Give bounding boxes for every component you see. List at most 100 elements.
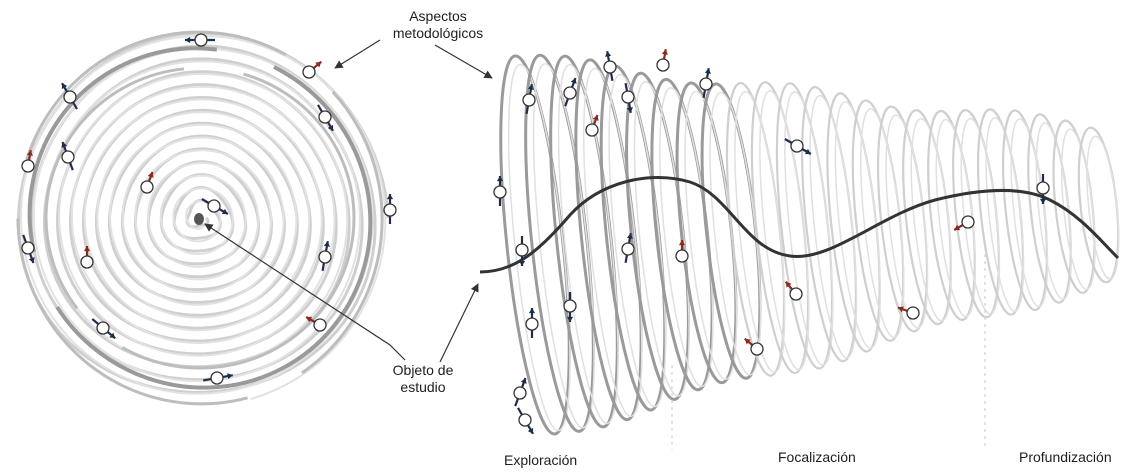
phase-dividers xyxy=(671,240,986,450)
direction-arrowhead xyxy=(954,224,961,231)
helix-loop-inner xyxy=(734,90,786,373)
node-circle xyxy=(96,321,110,335)
node xyxy=(517,407,534,435)
node-circle xyxy=(789,287,803,301)
node-circle xyxy=(80,255,94,269)
node-circle xyxy=(675,249,689,263)
aspects-label-line-1: Aspectos xyxy=(409,8,467,24)
helix-loop-inner xyxy=(1060,128,1096,291)
node-circle xyxy=(750,342,764,356)
helix-loop-inner xyxy=(834,101,881,349)
helix-loop-inner xyxy=(608,73,667,408)
node-circle xyxy=(302,65,316,79)
helix-loop-inner xyxy=(910,117,953,322)
direction-arrowhead xyxy=(678,240,686,246)
node-circle xyxy=(61,150,75,164)
node xyxy=(21,150,35,173)
direction-arrowhead xyxy=(527,427,534,434)
node-circle xyxy=(961,215,975,229)
direction-arrowhead xyxy=(626,107,633,113)
pointer-lines xyxy=(204,39,493,363)
direction-arrowhead xyxy=(109,332,116,339)
direction-arrowhead xyxy=(227,373,233,380)
node-circle xyxy=(563,86,577,100)
direction-arrowhead xyxy=(520,377,527,384)
helix-loop-inner xyxy=(860,108,905,339)
spiral-ring xyxy=(44,66,356,370)
node-circle xyxy=(21,159,35,173)
node-circle xyxy=(493,185,507,199)
direction-arrowhead xyxy=(518,260,526,266)
direction-arrowhead xyxy=(185,36,191,44)
node-circle xyxy=(621,90,635,104)
node-circle xyxy=(210,371,224,385)
node-circle xyxy=(207,199,221,213)
node xyxy=(302,60,322,79)
helix-loop-inner xyxy=(885,114,929,329)
node-circle xyxy=(563,299,577,313)
object-label: Objeto de estudio xyxy=(378,362,468,396)
node-circle xyxy=(518,413,532,427)
node xyxy=(621,233,635,263)
aspects-label: Aspectos metodológicos xyxy=(378,8,498,42)
helix-loop-inner xyxy=(759,90,810,371)
direction-arrowhead xyxy=(592,114,599,121)
node xyxy=(185,33,215,47)
node-circle xyxy=(790,139,804,153)
direction-arrowhead xyxy=(147,171,154,178)
direction-arrowhead xyxy=(221,208,228,215)
node xyxy=(525,308,539,338)
node-circle xyxy=(621,242,635,256)
node-circle xyxy=(1036,181,1050,195)
node xyxy=(515,236,529,266)
helix-loop-inner xyxy=(935,118,977,318)
direction-arrowhead xyxy=(1039,198,1047,204)
node-circle xyxy=(906,306,920,320)
direction-arrowhead xyxy=(785,281,792,288)
node xyxy=(563,77,577,107)
node xyxy=(603,51,617,81)
pointer-arrow xyxy=(204,223,406,361)
node-circle xyxy=(63,90,77,104)
node xyxy=(317,104,334,132)
direction-arrowhead xyxy=(83,246,91,252)
node xyxy=(897,306,920,320)
helix-loop-inner xyxy=(1010,118,1049,308)
direction-arrowhead xyxy=(26,150,33,156)
spiral-ring xyxy=(16,30,384,406)
node xyxy=(784,138,812,155)
direction-arrowhead xyxy=(704,68,711,74)
helix-loop-inner xyxy=(784,91,834,366)
direction-arrowhead xyxy=(315,61,322,68)
helix-loop-inner xyxy=(557,63,619,425)
node xyxy=(1036,174,1050,204)
direction-arrowhead xyxy=(626,233,633,239)
node xyxy=(585,114,599,137)
spiral-ring xyxy=(27,46,373,390)
node xyxy=(21,234,35,264)
object-label-line-2: estudio xyxy=(400,379,446,395)
node xyxy=(61,141,75,171)
pointer-arrow xyxy=(334,39,381,69)
node-circle xyxy=(318,110,332,124)
helix-loop-inner xyxy=(582,67,643,417)
node-circle xyxy=(525,317,539,331)
direction-arrowhead xyxy=(566,316,574,322)
helix-loop xyxy=(499,54,571,436)
node xyxy=(80,246,94,269)
direction-arrowhead xyxy=(61,83,68,90)
direction-arrowhead xyxy=(528,308,536,314)
phase-focalizacion: Focalización xyxy=(778,449,856,465)
node xyxy=(140,171,154,194)
direction-arrowhead xyxy=(661,49,668,55)
node xyxy=(91,318,116,340)
node-circle xyxy=(313,318,327,332)
direction-arrowhead xyxy=(496,176,504,182)
pointer-arrow xyxy=(439,283,479,363)
right-helix xyxy=(499,53,1120,436)
direction-arrowhead xyxy=(527,84,534,90)
spiral-stroke-light xyxy=(20,34,387,401)
node-circle xyxy=(699,77,713,91)
node xyxy=(675,240,689,263)
direction-arrowhead xyxy=(386,194,394,200)
